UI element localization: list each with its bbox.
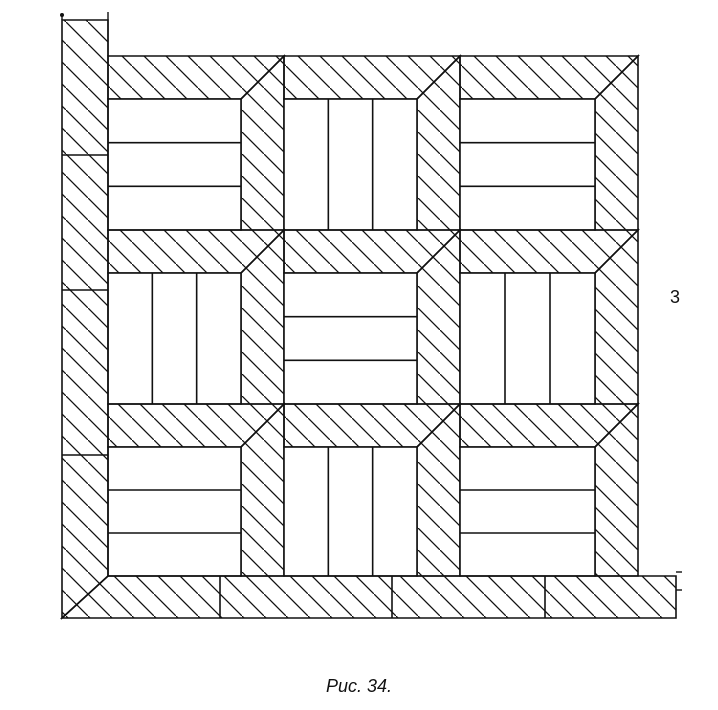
tile-plank-panel [459, 98, 596, 231]
parquet-tile [283, 228, 462, 405]
parquet-tiles [107, 54, 640, 577]
parquet-tile [459, 228, 640, 405]
corner-dot [60, 13, 64, 17]
left-frieze [60, 12, 109, 620]
tile-plank-panel [459, 446, 596, 577]
tile-plank-panel [107, 98, 242, 231]
side-label: 3 [670, 287, 681, 307]
frieze-border [59, 12, 682, 620]
tile-plank-panel [283, 98, 418, 231]
figure-caption: Рис. 34. [325, 676, 393, 696]
tile-plank-panel [459, 272, 596, 405]
parquet-tile [107, 228, 286, 405]
tile-plank-panel [283, 446, 418, 577]
parquet-tile [283, 402, 462, 577]
parquet-tile [107, 54, 286, 231]
bottom-frieze [59, 571, 682, 619]
tile-plank-panel [283, 272, 418, 405]
parquet-tile [107, 402, 286, 577]
parquet-tile [283, 54, 462, 231]
parquet-tile [459, 402, 640, 577]
tile-plank-panel [107, 272, 242, 405]
parquet-tile [459, 54, 640, 231]
tile-plank-panel [107, 446, 242, 577]
bottom-frieze-band [59, 575, 677, 619]
left-frieze-band [61, 19, 109, 620]
